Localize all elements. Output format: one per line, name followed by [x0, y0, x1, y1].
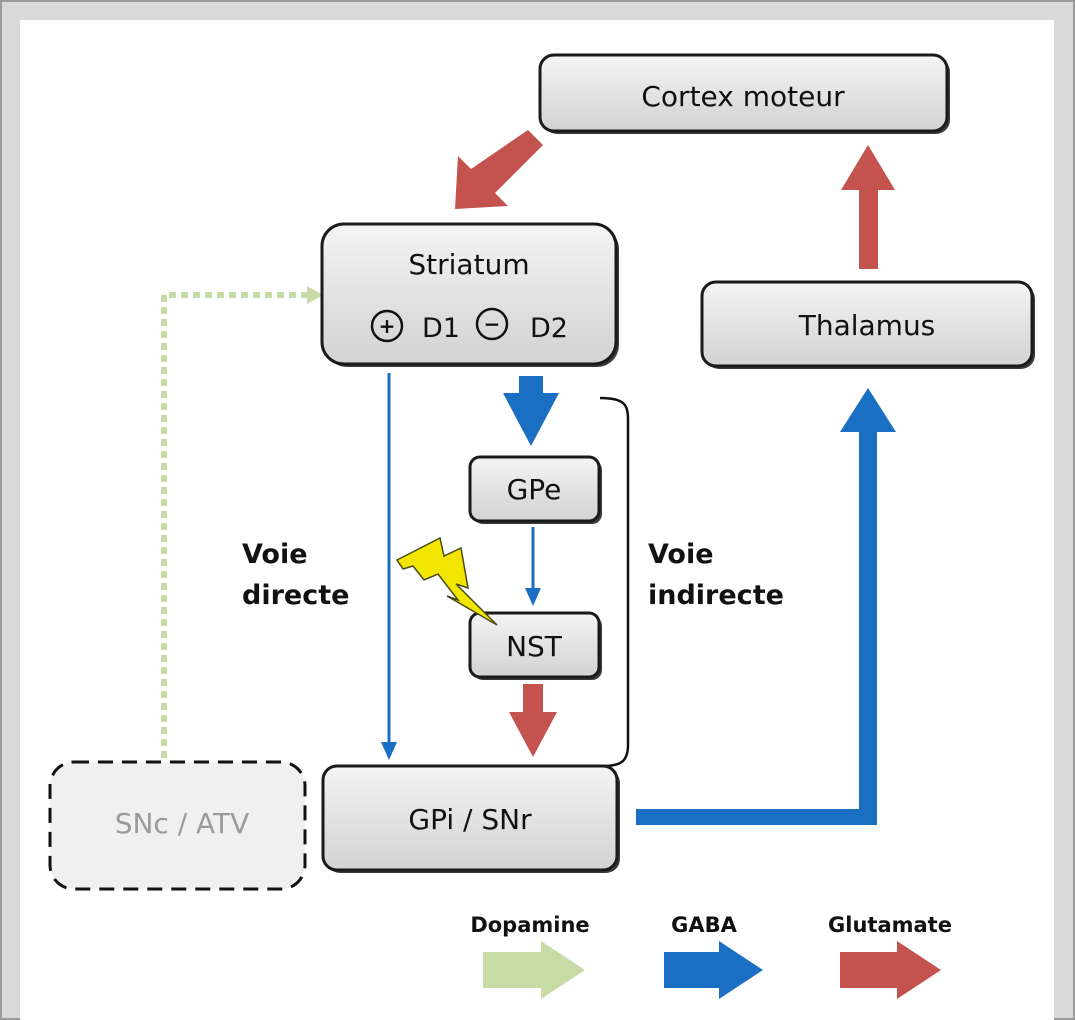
- legend-gaba-arrow: [664, 941, 763, 999]
- d1-plus-icon: [370, 309, 404, 343]
- arrow-nst-to-gpi: [509, 684, 557, 757]
- gpi-label: GPi / SNr: [408, 803, 532, 836]
- indirect-pathway-bracket: [599, 396, 630, 768]
- arrow-gpe-to-nst-head: [525, 588, 541, 606]
- gpe-box[interactable]: GPe: [468, 455, 602, 524]
- legend-gaba-label: GABA: [671, 913, 737, 937]
- arrow-direct-pathway-head: [381, 742, 397, 760]
- legend-glutamate-arrow: [840, 941, 941, 999]
- striatum-label: Striatum: [408, 248, 529, 281]
- snc-label: SNc / ATV: [115, 807, 250, 840]
- indirect-pathway-label-1: Voie: [648, 539, 714, 570]
- legend-glutamate-label: Glutamate: [828, 913, 952, 937]
- legend-dopamine-label: Dopamine: [470, 913, 589, 937]
- snc-box[interactable]: SNc / ATV: [48, 760, 307, 891]
- arrow-dopamine-head: [307, 286, 323, 304]
- thalamus-box[interactable]: Thalamus: [700, 280, 1035, 369]
- indirect-pathway-label-2: indirecte: [648, 580, 784, 611]
- legend-dopamine-arrow: [483, 941, 585, 999]
- arrow-cortex-to-striatum: [455, 130, 543, 209]
- legend: Dopamine GABA Glutamate: [470, 913, 952, 999]
- nst-label: NST: [506, 630, 563, 663]
- arrow-striatum-to-gpe: [503, 376, 559, 446]
- arrow-gpi-to-thalamus: [636, 388, 896, 825]
- nst-box[interactable]: NST: [468, 611, 602, 680]
- arrow-dopamine-to-striatum: [161, 292, 310, 758]
- cortex-label: Cortex moteur: [641, 80, 845, 113]
- direct-pathway-label-2: directe: [242, 580, 349, 611]
- arrow-thalamus-to-cortex: [841, 145, 895, 269]
- cortex-box[interactable]: Cortex moteur: [538, 53, 950, 134]
- d1-label: D1: [422, 313, 460, 344]
- direct-pathway-label-1: Voie: [242, 539, 308, 570]
- d2-minus-icon: [475, 307, 509, 341]
- d1-sign: +: [379, 314, 396, 338]
- d2-label: D2: [530, 313, 568, 344]
- thalamus-label: Thalamus: [798, 309, 936, 342]
- lightning-icon: [395, 536, 498, 626]
- striatum-box[interactable]: Striatum + D1 − D2: [320, 222, 619, 367]
- gpi-box[interactable]: GPi / SNr: [321, 764, 620, 873]
- d2-sign: −: [484, 312, 501, 336]
- gpe-label: GPe: [507, 473, 562, 506]
